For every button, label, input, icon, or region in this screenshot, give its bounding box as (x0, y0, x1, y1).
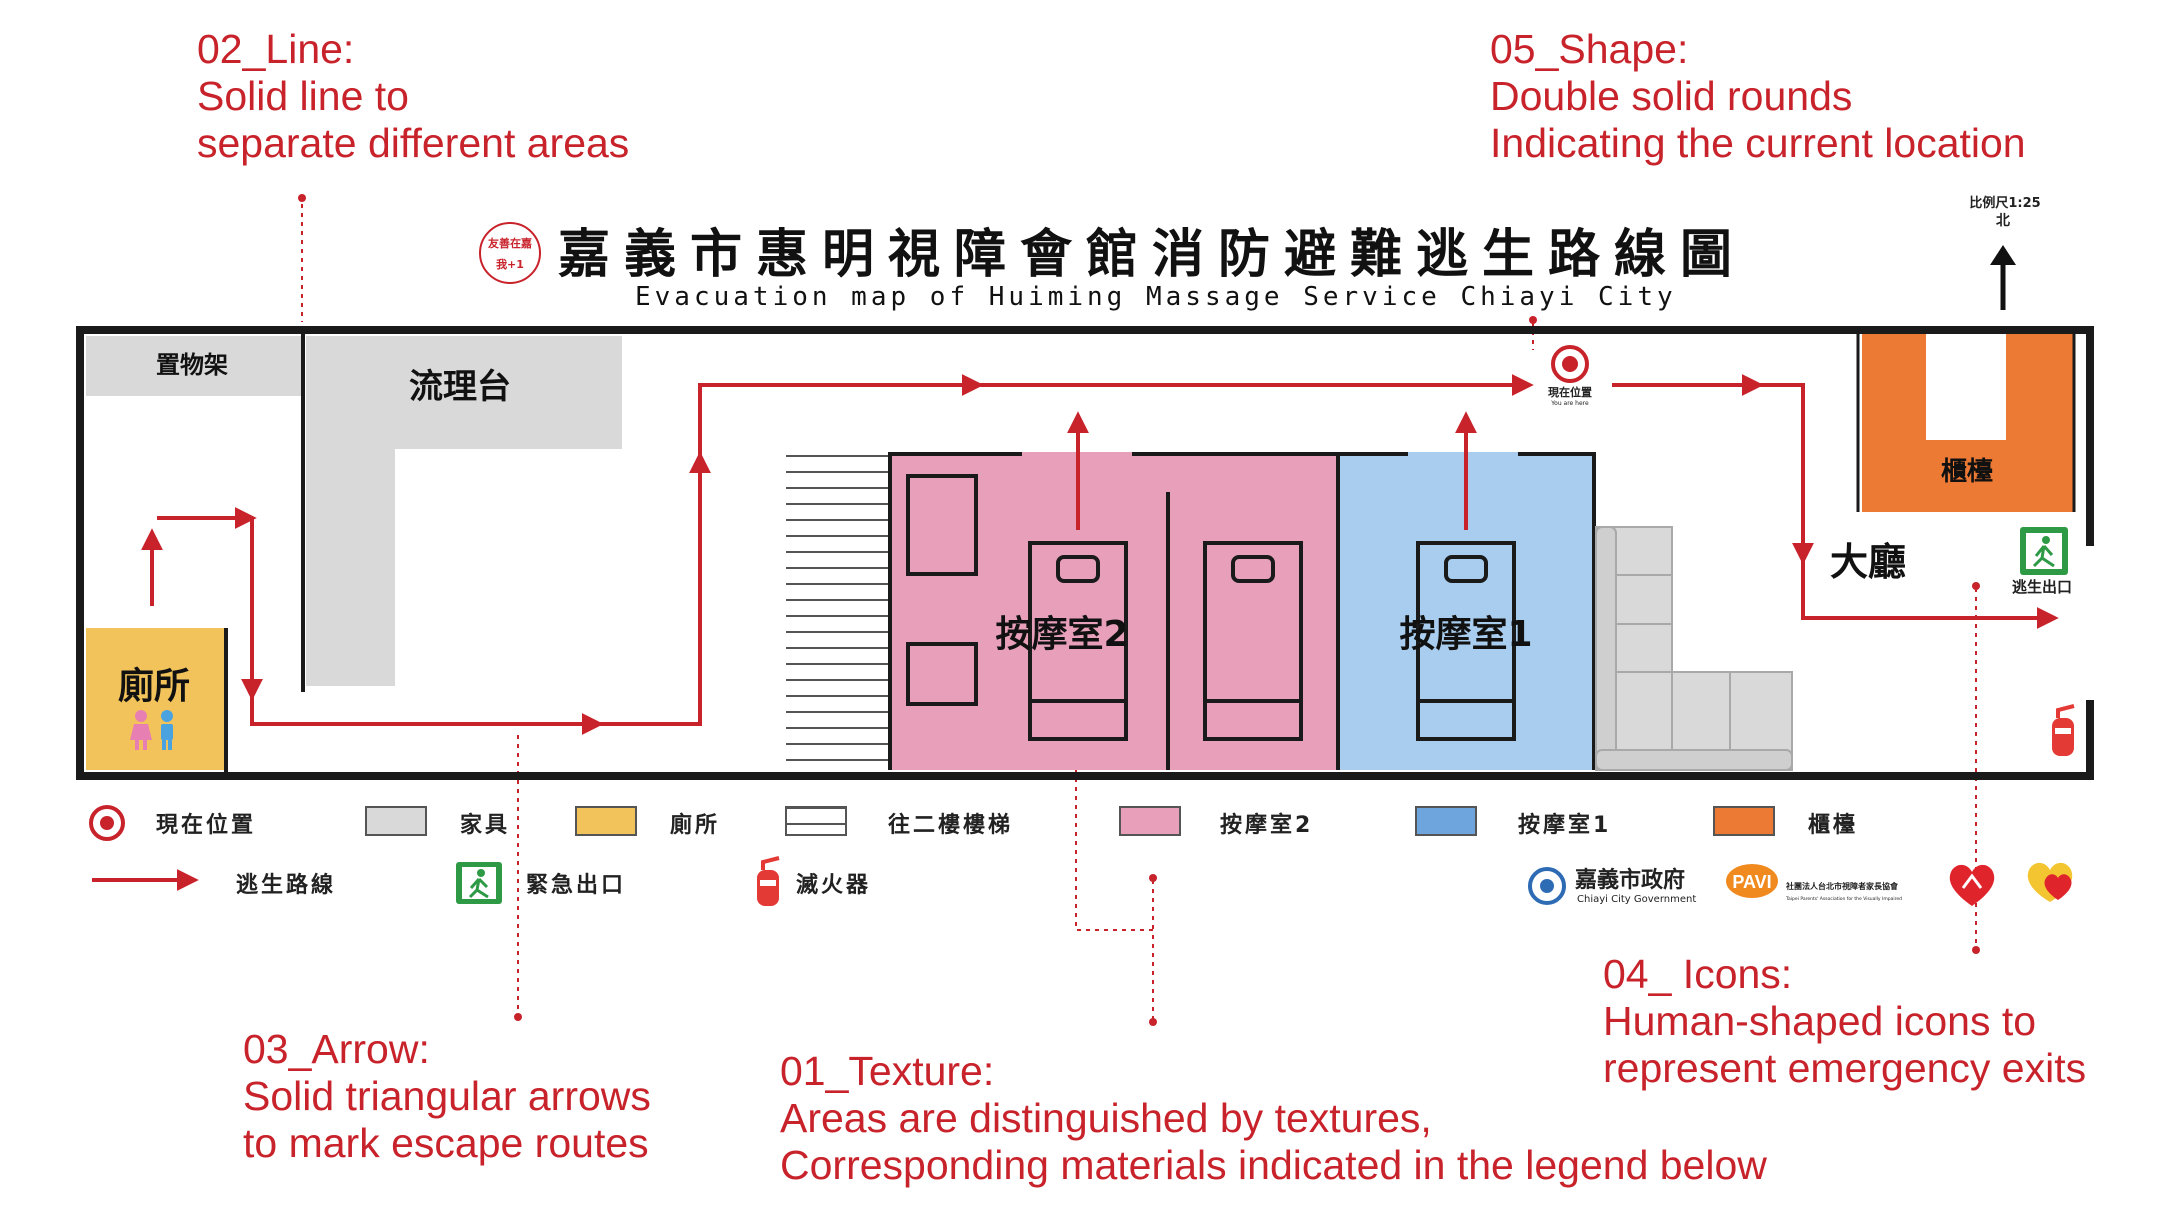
annotation-shape-text-2: Indicating the current location (1490, 120, 2026, 166)
legend-toilet-label: 廁所 (670, 812, 720, 838)
legend-route: 逃生路線 (92, 869, 336, 898)
annotation-line: 02_Line: Solid line to separate differen… (197, 26, 629, 322)
legend-counter-label: 櫃檯 (1808, 813, 1858, 838)
toilet-people-icon (130, 710, 173, 750)
counter-label: 櫃檯 (1941, 457, 1993, 487)
emergency-exit-icon (456, 862, 502, 904)
map-header: 友善在嘉 我+1 嘉義市惠明視障會館消防避難逃生路線圖 Evacuation m… (479, 222, 1746, 312)
pavi-logo-zh: 社團法人台北市視障者家長協會 (1785, 881, 1899, 891)
annotation-icons: 04_ Icons: Human-shaped icons to represe… (1603, 582, 2086, 1091)
map-title: 嘉義市惠明視障會館消防避難逃生路線圖 (558, 225, 1746, 285)
annotation-arrow-text-1: Solid triangular arrows (243, 1073, 651, 1119)
annotation-line-heading: 02_Line: (197, 26, 354, 72)
legend-current-label: 現在位置 (156, 812, 256, 838)
legend-massage1: 按摩室1 (1415, 806, 1611, 838)
legend: 現在位置 家具 廁所 往二樓樓梯 按摩室2 按摩室1 櫃檯 逃生路 (89, 805, 1858, 906)
annotation-shape-text-1: Double solid rounds (1490, 73, 1852, 119)
emergency-exit-icon (2020, 527, 2068, 575)
annotation-texture-text-2: Corresponding materials indicated in the… (780, 1142, 1767, 1188)
north-arrow-icon (1990, 245, 2016, 310)
fire-extinguisher-icon (2052, 704, 2075, 756)
massage-bed (1028, 541, 1128, 741)
gov-logo-zh: 嘉義市政府 (1575, 867, 1685, 893)
legend-current: 現在位置 (89, 805, 256, 841)
annotation-line-text-1: Solid line to (197, 73, 409, 119)
sofa-furniture (1595, 526, 1793, 771)
toilet-area (86, 628, 226, 770)
chiayi-gov-logo: 嘉義市政府 Chiayi City Government (1528, 867, 1696, 905)
friendly-badge: 友善在嘉 我+1 (479, 222, 541, 284)
massage-bed (1203, 541, 1303, 741)
you-are-here-label-en: You are here (1550, 400, 1589, 407)
annotation-icons-heading: 04_ Icons: (1603, 951, 1792, 997)
annotation-arrow: 03_Arrow: Solid triangular arrows to mar… (243, 735, 651, 1166)
friendly-heart-logo (2027, 862, 2073, 902)
badge-text-2: 我+1 (496, 257, 524, 271)
shelf-area (86, 336, 301, 396)
lobby-label: 大廳 (1830, 540, 1906, 584)
stairs-area (786, 452, 890, 770)
you-are-here-icon (1551, 345, 1589, 383)
legend-stairs: 往二樓樓梯 (785, 806, 1013, 838)
pavi-logo: PAVI 社團法人台北市視障者家長協會 Taipei Parents' Asso… (1726, 864, 1902, 902)
scale-label: 比例尺1:25 (1969, 195, 2040, 211)
badge-text-1: 友善在嘉 (488, 236, 532, 250)
annotation-shape: 05_Shape: Double solid rounds Indicating… (1490, 26, 2026, 350)
escape-routes (141, 374, 2059, 735)
route-arrow-icon (600, 451, 711, 726)
route-arrow-icon (250, 696, 604, 735)
compass: 比例尺1:25 北 (1969, 195, 2041, 310)
map-subtitle: Evacuation map of Huiming Massage Servic… (635, 282, 1677, 312)
route-arrow-icon (1760, 383, 1814, 565)
north-label: 北 (1996, 213, 2010, 229)
annotation-texture-text-1: Areas are distinguished by textures, (780, 1095, 1432, 1141)
annotation-arrow-text-2: to mark escape routes (243, 1120, 649, 1166)
shelf-label: 置物架 (156, 351, 228, 379)
sink-counter-area (306, 336, 622, 686)
pavi-logo-en: Taipei Parents' Association for the Visu… (1785, 896, 1902, 902)
counter-area (1862, 330, 2075, 512)
annotation-icons-text-2: represent emergency exits (1603, 1045, 2086, 1091)
legend-counter: 櫃檯 (1713, 806, 1858, 838)
annotation-texture-heading: 01_Texture: (780, 1048, 994, 1094)
sink-label: 流理台 (409, 367, 511, 407)
heart-logo (1949, 864, 1995, 906)
you-are-here-label: 現在位置 (1548, 385, 1592, 399)
pavi-logo-text: PAVI (1732, 872, 1771, 892)
fire-extinguisher-icon (757, 856, 780, 906)
floor-plan: 置物架 流理台 廁所 按摩室2 (76, 326, 2094, 780)
legend-furniture: 家具 (365, 806, 510, 838)
legend-stairs-label: 往二樓樓梯 (888, 812, 1013, 838)
exit-label: 逃生出口 (2012, 578, 2072, 596)
legend-massage2-label: 按摩室2 (1220, 812, 1313, 838)
annotation-texture: 01_Texture: Areas are distinguished by t… (780, 727, 1767, 1188)
sponsor-logos: 嘉義市政府 Chiayi City Government PAVI 社團法人台北… (1528, 862, 2073, 906)
massage-bed (1416, 541, 1516, 741)
gov-logo-en: Chiayi City Government (1577, 894, 1696, 905)
annotation-shape-heading: 05_Shape: (1490, 26, 1688, 72)
toilet-label: 廁所 (118, 665, 190, 707)
legend-extinguisher: 滅火器 (757, 856, 871, 906)
legend-toilet: 廁所 (575, 806, 720, 838)
legend-extinguisher-label: 滅火器 (796, 873, 871, 898)
annotation-line-text-2: separate different areas (197, 120, 629, 166)
legend-exit: 緊急出口 (456, 862, 626, 904)
massage-room-1-label: 按摩室1 (1399, 614, 1532, 655)
annotation-icons-text-1: Human-shaped icons to (1603, 998, 2036, 1044)
annotation-arrow-heading: 03_Arrow: (243, 1026, 430, 1072)
legend-route-label: 逃生路線 (236, 872, 336, 898)
legend-massage2: 按摩室2 (1119, 806, 1313, 838)
route-arrow-icon (1801, 560, 2059, 629)
legend-exit-label: 緊急出口 (526, 872, 626, 898)
legend-massage1-label: 按摩室1 (1518, 812, 1611, 838)
massage-room-2 (890, 452, 1338, 770)
massage-room-2-label: 按摩室2 (995, 614, 1128, 655)
route-arrow-icon (698, 374, 984, 470)
legend-furniture-label: 家具 (460, 812, 510, 838)
